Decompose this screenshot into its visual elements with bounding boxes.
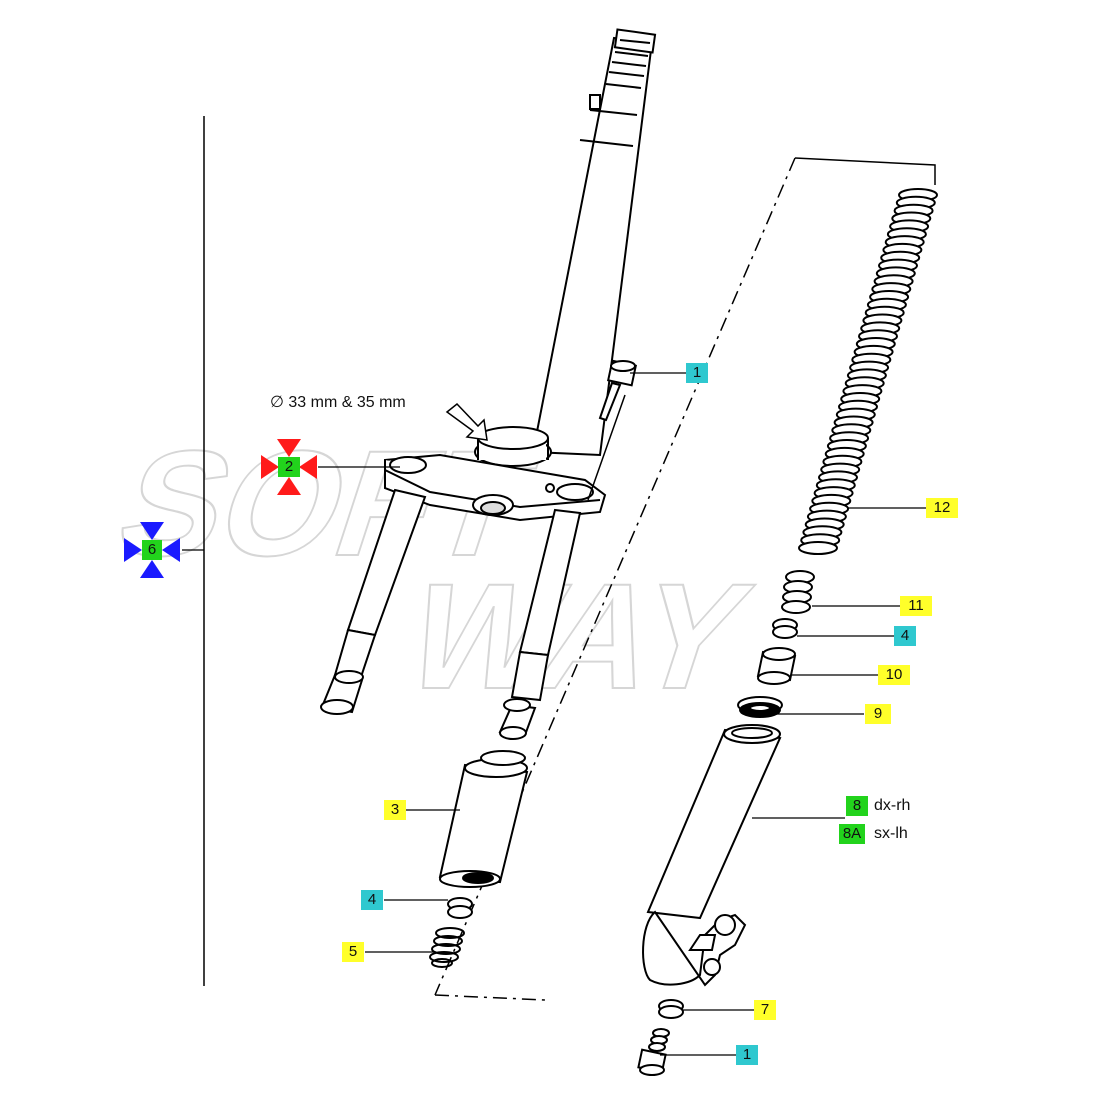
callout-8-text: dx-rh [874, 797, 911, 814]
part-4-left-ring [447, 897, 473, 919]
part-7-washer [658, 999, 684, 1019]
part-3-slider [438, 750, 529, 888]
callout-4-left[interactable]: 4 [361, 890, 383, 910]
damper-rod [587, 394, 626, 501]
part-11-spring-stop [781, 570, 815, 614]
callout-1-bottom[interactable]: 1 [736, 1045, 758, 1065]
right-fork-tube [498, 508, 582, 740]
watermark-line-2: WAY [386, 553, 768, 721]
callout-8a-text: sx-lh [874, 825, 908, 842]
left-fork-tube [320, 488, 427, 715]
lower-crown [384, 453, 607, 522]
callout-10[interactable]: 10 [878, 665, 910, 685]
callout-9[interactable]: 9 [865, 704, 891, 724]
callout-4-right[interactable]: 4 [894, 626, 916, 646]
dimension-arrow [445, 402, 488, 441]
marker-triangle [299, 455, 317, 479]
marker-triangle [124, 538, 142, 562]
part-10-bushing [756, 647, 797, 685]
callout-2[interactable]: 2 [278, 457, 300, 477]
marker-triangle [140, 560, 164, 578]
part-9-seal [737, 696, 783, 718]
callout-7[interactable]: 7 [754, 1000, 776, 1020]
marker-triangle [162, 538, 180, 562]
callout-2-marker [261, 439, 317, 495]
callout-1-top[interactable]: 1 [686, 363, 708, 383]
callout-6[interactable]: 6 [142, 540, 162, 560]
callout-8[interactable]: 8 [846, 796, 868, 816]
dimension-note: ∅ 33 mm & 35 mm [270, 394, 406, 411]
steering-stem [531, 28, 657, 457]
marker-triangle [140, 522, 164, 540]
marker-triangle [277, 477, 301, 495]
group-outline-top [794, 157, 936, 185]
part-5-spring [429, 927, 465, 968]
callout-3[interactable]: 3 [384, 800, 406, 820]
part-4-right-ring [772, 618, 798, 639]
marker-triangle [277, 439, 301, 457]
leader-lines [318, 372, 926, 1056]
part-1-top-bolt [598, 359, 638, 422]
stem-bearing [474, 426, 552, 467]
callout-11[interactable]: 11 [900, 596, 932, 616]
callout-6-marker [124, 522, 180, 578]
callout-5[interactable]: 5 [342, 942, 364, 962]
marker-triangle [261, 455, 279, 479]
callout-12[interactable]: 12 [926, 498, 958, 518]
spring-coil [798, 541, 838, 555]
part-8-fork-leg [642, 724, 782, 987]
part-1-bottom-bolt [637, 1028, 670, 1076]
part-12-main-spring [798, 188, 938, 555]
group-outline-bottom [434, 994, 546, 1001]
callout-8a[interactable]: 8A [839, 824, 865, 844]
